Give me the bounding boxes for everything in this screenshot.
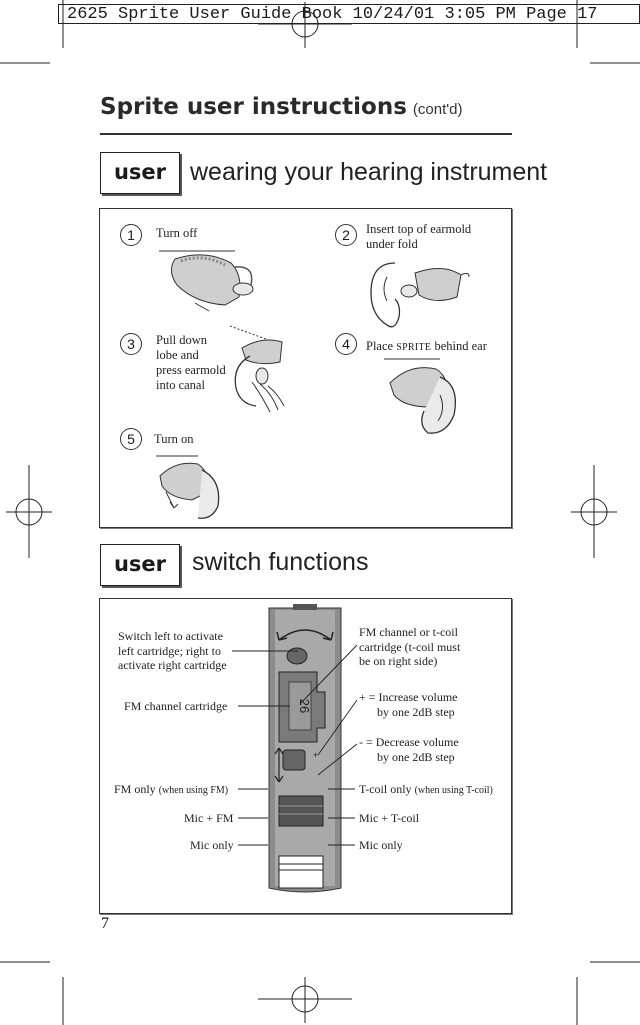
hearing-aid-off-illustration	[159, 250, 254, 312]
step-2-line: Insert top of earmold	[366, 222, 472, 236]
fm-channel-line: cartridge (t-coil must	[359, 639, 461, 654]
step-5-number: 5	[120, 428, 142, 450]
increase-volume-label: + = Increase volume by one 2dB step	[359, 690, 458, 719]
section2-tag: user	[100, 544, 180, 586]
tcoil-only-note: (when using T-coil)	[414, 785, 493, 796]
step-1-number: 1	[120, 224, 142, 246]
step-3-line: Pull down	[156, 333, 208, 347]
step-4-caption: Place SPRITE behind ear	[366, 339, 487, 355]
plus-sign: +	[313, 750, 318, 760]
mic-only-left-label: Mic only	[190, 838, 234, 852]
step-2-number: 2	[335, 224, 357, 246]
fm-channel-tcoil-label: FM channel or t-coil cartridge (t-coil m…	[359, 625, 460, 669]
title-rule	[100, 133, 512, 135]
mic-only-right-label: Mic only	[359, 838, 403, 852]
switch-label-line: left cartridge; right to	[118, 643, 221, 658]
minus-line: - = Decrease volume	[359, 735, 459, 749]
step-2-line: under fold	[366, 237, 418, 251]
device-channel-label: 26	[297, 699, 312, 713]
minus-line: by one 2dB step	[377, 749, 455, 764]
mic-fm-label: Mic + FM	[184, 811, 234, 825]
fm-channel-line: be on right side)	[359, 654, 438, 668]
switch-left-right-label: Switch left to activate left cartridge; …	[118, 629, 227, 673]
place-behind-ear-illustration	[384, 358, 457, 434]
fm-only-text: FM only	[114, 782, 156, 796]
step-4-brand: SPRITE	[396, 342, 432, 353]
print-header: 2625 Sprite User Guide Book 10/24/01 3:0…	[58, 4, 640, 24]
title-text: Sprite user instructions	[100, 94, 407, 120]
step-4-number: 4	[335, 333, 357, 355]
insert-earmold-illustration	[370, 262, 470, 328]
tcoil-only-label: T-coil only (when using T-coil)	[359, 782, 493, 799]
section2-title: switch functions	[192, 548, 369, 576]
section1-tag: user	[100, 152, 180, 194]
plus-line: by one 2dB step	[377, 704, 455, 719]
step-3-line: lobe and	[156, 348, 199, 362]
tcoil-only-text: T-coil only	[359, 782, 412, 796]
hearing-aid-switch-illustration: 26 +	[268, 604, 342, 893]
switch-label-line: Switch left to activate	[118, 629, 223, 643]
page-title: Sprite user instructions (cont'd)	[100, 94, 462, 120]
step-3-caption: Pull down lobe and press earmold into ca…	[156, 333, 226, 393]
mic-tcoil-label: Mic + T-coil	[359, 811, 420, 825]
step-5-caption: Turn on	[154, 432, 194, 446]
title-suffix: (cont'd)	[412, 101, 463, 118]
step-3-line: press earmold	[156, 363, 226, 377]
step-3-number: 3	[120, 333, 142, 355]
decrease-volume-label: - = Decrease volume by one 2dB step	[359, 735, 459, 764]
page-number: 7	[101, 915, 109, 932]
pull-lobe-illustration	[229, 325, 285, 413]
fm-only-note: (when using FM)	[158, 785, 229, 796]
step-3-line: into canal	[156, 378, 205, 392]
switch-panel	[99, 598, 512, 914]
step-4-text: behind ear	[431, 339, 487, 353]
fm-channel-cartridge-label: FM channel cartridge	[124, 699, 228, 713]
plus-line: + = Increase volume	[359, 690, 458, 704]
fm-channel-line: FM channel or t-coil	[359, 625, 458, 639]
section1-title: wearing your hearing instrument	[190, 158, 548, 186]
step-2-caption: Insert top of earmold under fold	[366, 222, 471, 252]
step-4-text: Place	[366, 339, 397, 353]
wearing-panel	[99, 208, 512, 528]
fm-only-label: FM only (when using FM)	[114, 782, 228, 799]
turn-on-illustration	[156, 455, 220, 519]
step-1-caption: Turn off	[156, 226, 198, 240]
switch-label-line: activate right cartridge	[118, 658, 227, 672]
